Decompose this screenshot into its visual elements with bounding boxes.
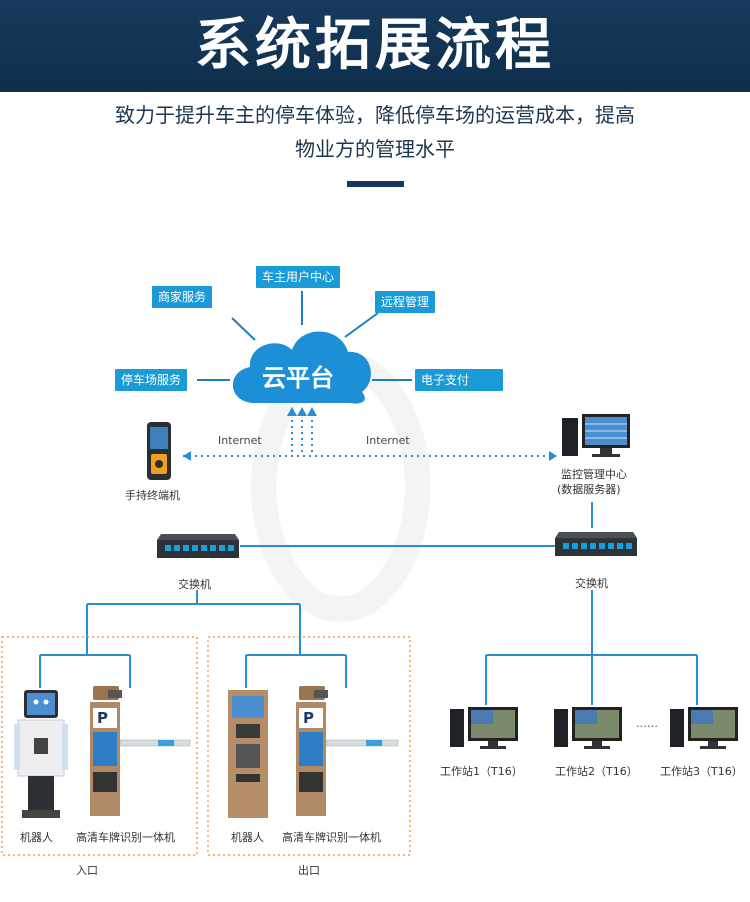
tag-merchant-service: 商家服务 (152, 286, 213, 308)
exit-lpr-label: 高清车牌识别一体机 (282, 831, 381, 844)
entrance-lpr-label: 高清车牌识别一体机 (76, 831, 175, 844)
handheld-terminal-icon (147, 422, 171, 480)
tag-owner-center: 车主用户中心 (256, 266, 341, 288)
page-title: 系统拓展流程 (195, 13, 555, 78)
intro-text: 致力于提升车主的停车体验，降低停车场的运营成本，提高 物业方的管理水平 (40, 98, 710, 166)
data-server-label: (数据服务器) (557, 483, 621, 496)
switch-right-label: 交换机 (575, 577, 608, 590)
internet-label-right: Internet (366, 434, 410, 447)
handheld-label: 手持终端机 (125, 489, 180, 502)
cloud-platform-label: 云平台 (262, 364, 334, 392)
svg-text:P: P (303, 709, 314, 727)
cloud-shape (232, 331, 371, 404)
entrance-lpr-icon: P (90, 686, 191, 816)
tag-parking-service: 停车场服务 (115, 369, 188, 391)
switch-right-icon (555, 532, 637, 556)
tag-electronic-payment: 电子支付 (415, 369, 503, 391)
workstation-2-label: 工作站2（T16） (555, 765, 638, 778)
workstation-1-icon (450, 707, 518, 749)
entrance-caption: 入口 (76, 864, 98, 877)
workstation-ellipsis: …… (636, 717, 658, 730)
internet-label-left: Internet (218, 434, 262, 447)
switch-left-label: 交换机 (178, 578, 211, 591)
exit-robot-icon (228, 690, 268, 818)
entrance-robot-label: 机器人 (20, 831, 53, 844)
monitor-center-label: 监控管理中心 (561, 468, 627, 481)
server-computer-icon (562, 414, 630, 457)
exit-caption: 出口 (298, 864, 320, 877)
intro-line-1: 致力于提升车主的停车体验，降低停车场的运营成本，提高 (115, 103, 635, 127)
workstation-3-label: 工作站3（T16） (660, 765, 743, 778)
header-banner (0, 0, 750, 92)
exit-lpr-icon: P (296, 686, 399, 816)
workstation-2-icon (554, 707, 622, 749)
title-divider (347, 181, 404, 187)
intro-line-2: 物业方的管理水平 (295, 137, 455, 161)
exit-robot-label: 机器人 (231, 831, 264, 844)
workstation-3-icon (670, 707, 738, 749)
svg-text:P: P (97, 709, 108, 727)
switch-left-icon (157, 534, 239, 558)
entrance-robot-icon (14, 690, 68, 818)
workstation-1-label: 工作站1（T16） (440, 765, 523, 778)
tag-remote-management: 远程管理 (375, 291, 436, 313)
